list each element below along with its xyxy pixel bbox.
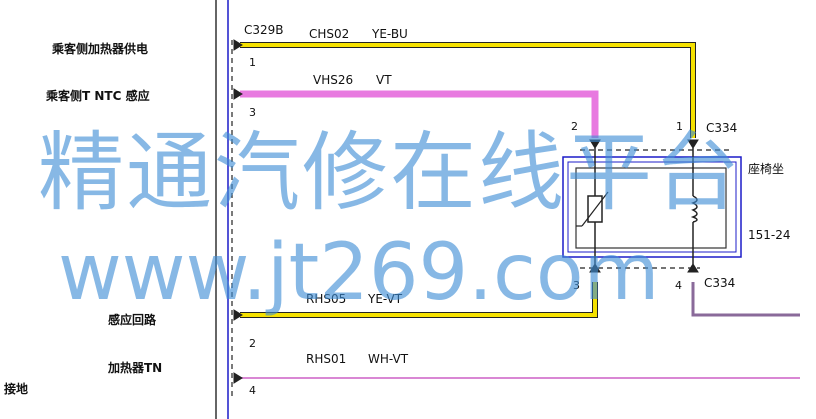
label-passenger-ntc-sense: 乘客侧T NTC 感应: [46, 89, 150, 103]
pin-c329b-4: 4: [249, 384, 256, 397]
pin-c334-3: 3: [573, 279, 580, 292]
wire-chs02-code: CHS02: [309, 27, 350, 41]
component-ref: 151-24: [748, 228, 791, 242]
wire-rhs01-color: WH-VT: [368, 352, 409, 366]
component-frame-inner: [575, 167, 727, 249]
pin-arrows-c329b: [233, 39, 243, 384]
connector-c329b-label: C329B: [244, 23, 284, 37]
connector-c334-top-label: C334: [706, 121, 738, 135]
wire-chs02-color: YE-BU: [372, 27, 408, 41]
ntc-thermistor-icon: [576, 191, 609, 227]
wire-vhs26: [240, 90, 599, 138]
wire-rhs01-code: RHS01: [306, 352, 347, 366]
label-sense-circuit: 感应回路: [108, 313, 157, 327]
wire-vhs26-color: VT: [376, 73, 392, 87]
label-ground: 接地: [4, 382, 29, 396]
wire-purple-ground: [691, 282, 800, 317]
wire-rhs05-outline: [240, 282, 598, 318]
component-name: 座椅坐: [748, 162, 785, 176]
pin-arrows-c334: [589, 139, 699, 273]
pin-c334-1: 1: [676, 120, 683, 133]
component-frame-mid: [567, 161, 737, 253]
label-heater-tn: 加热器TN: [108, 361, 163, 375]
component-frame-outer: [562, 156, 742, 258]
pin-c329b-1: 1: [249, 56, 256, 69]
pin-c329b-3: 3: [249, 106, 256, 119]
label-passenger-heater-supply: 乘客侧加热器供电: [52, 42, 149, 56]
connector-c334-bottom-label: C334: [704, 276, 736, 290]
wire-vhs26-code: VHS26: [313, 73, 354, 87]
pin-c329b-2: 2: [249, 337, 256, 350]
heater-coil-icon: [690, 195, 698, 223]
wire-rhs05-color: YE-VT: [368, 292, 403, 306]
pin-c334-2: 2: [571, 120, 578, 133]
wire-rhs05: [240, 282, 597, 317]
wire-chs02: [240, 43, 695, 138]
wire-rhs05-code: RHS05: [306, 292, 347, 306]
pin-c334-4: 4: [675, 279, 682, 292]
